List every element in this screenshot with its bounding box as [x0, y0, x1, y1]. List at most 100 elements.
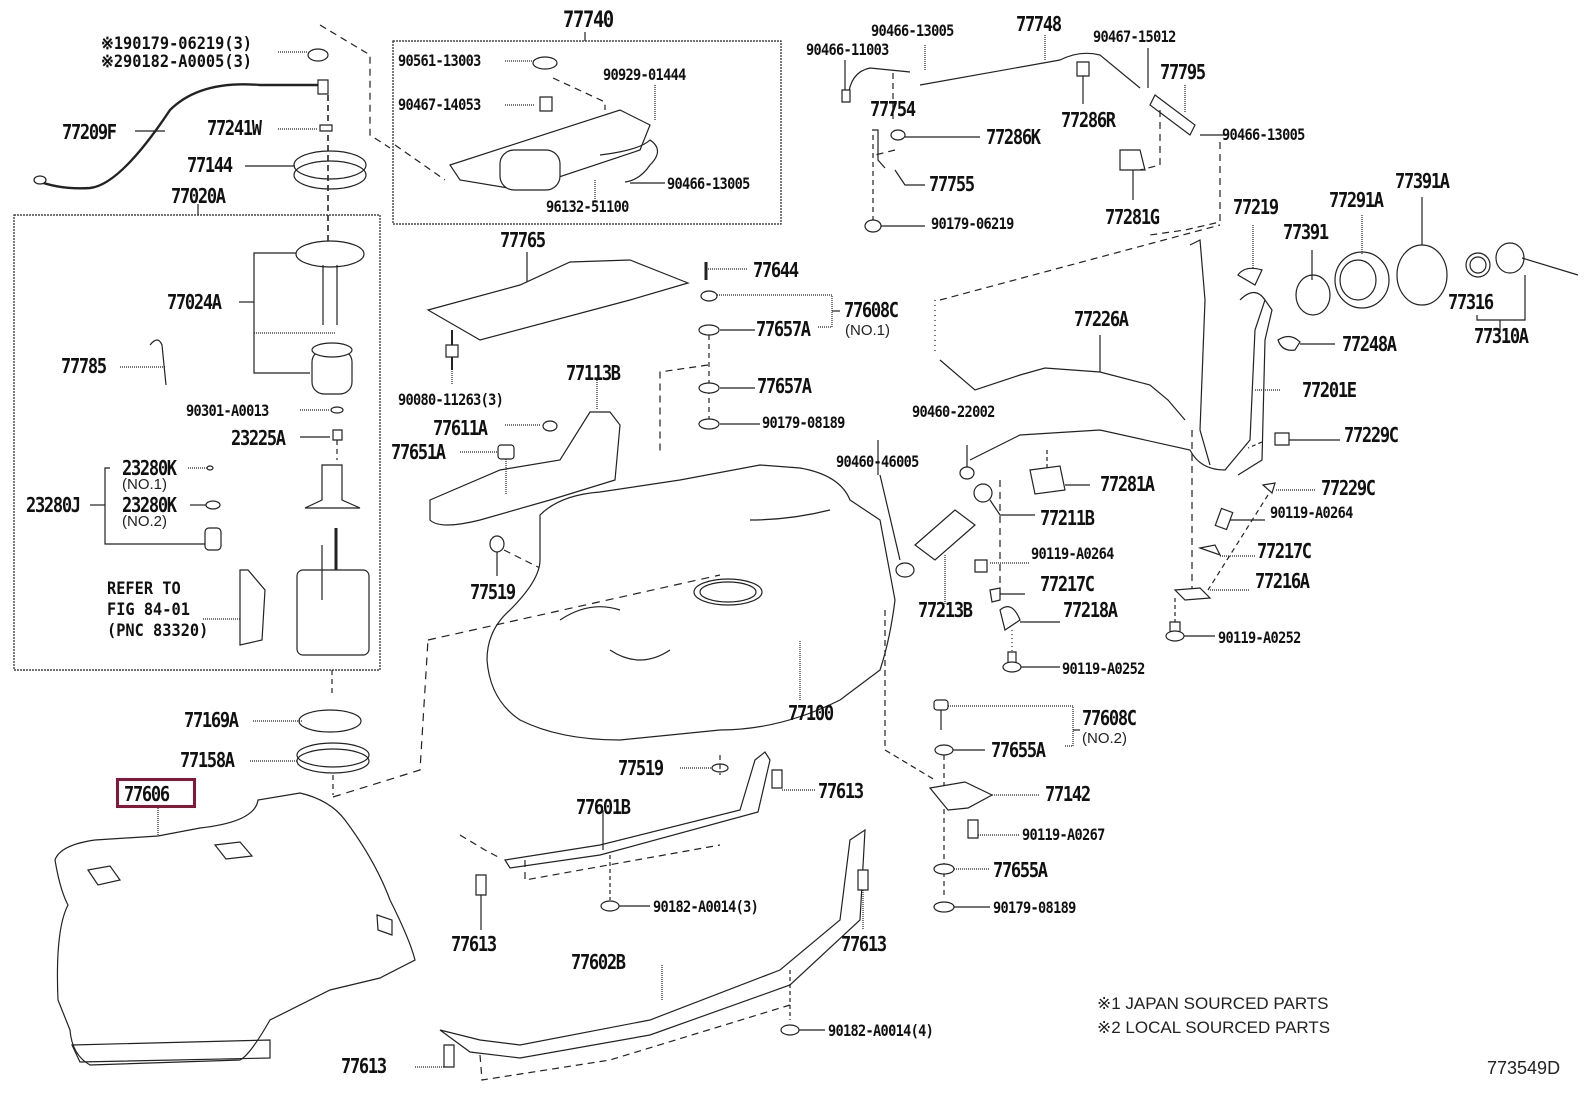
part-label-77765[interactable]: 77765	[500, 228, 546, 252]
nut-90179-06219	[308, 49, 328, 61]
part-label-77229C-upper[interactable]: 77229C	[1344, 423, 1399, 447]
part-label-90466-13005-canister[interactable]: 90466-13005	[667, 174, 750, 193]
part-label-77316[interactable]: 77316	[1448, 290, 1494, 314]
part-sublabel-no1: (NO.1)	[122, 476, 167, 493]
fuel-tank-77100	[487, 465, 895, 740]
part-label-90119-A0252-left[interactable]: 90119-A0252	[1062, 659, 1145, 678]
part-label-90561-13003[interactable]: 90561-13003	[398, 51, 481, 70]
part-label-90119-A0264-left[interactable]: 90119-A0264	[1031, 544, 1114, 563]
part-label-77217C-right[interactable]: 77217C	[1257, 539, 1312, 563]
part-label-90466-13005-right[interactable]: 90466-13005	[1222, 125, 1305, 144]
part-label-77281A[interactable]: 77281A	[1100, 472, 1155, 496]
legend-local: ※2 LOCAL SOURCED PARTS	[1097, 1018, 1331, 1037]
part-label-77613-upper-right[interactable]: 77613	[818, 779, 864, 803]
part-label-77169A[interactable]: 77169A	[184, 708, 239, 732]
part-label-77748[interactable]: 77748	[1016, 12, 1062, 36]
part-label-90466-13005-hose[interactable]: 90466-13005	[871, 21, 954, 40]
part-label-23280K-no1[interactable]: 23280K	[122, 456, 177, 480]
part-label-23280K-no2[interactable]: 23280K	[122, 493, 177, 517]
refer-note-line2[interactable]: FIG 84-01	[107, 600, 190, 620]
part-label-77241W[interactable]: 77241W	[207, 116, 262, 140]
part-label-77158A[interactable]: 77158A	[180, 748, 235, 772]
part-label-77608C-no2[interactable]: 77608C	[1082, 706, 1137, 730]
part-label-90119-A0264-right[interactable]: 90119-A0264	[1270, 503, 1353, 522]
part-label-77113B[interactable]: 77113B	[566, 361, 621, 385]
filler-housing-77291A	[1335, 252, 1389, 308]
part-label-77755[interactable]: 77755	[929, 172, 975, 196]
part-label-77218A[interactable]: 77218A	[1063, 598, 1118, 622]
part-label-77601B[interactable]: 77601B	[576, 795, 631, 819]
part-label-77209F[interactable]: 77209F	[62, 120, 117, 144]
part-label-90182-A0005-local[interactable]: ※290182-A0005(3)	[101, 52, 253, 72]
part-label-77281G[interactable]: 77281G	[1105, 205, 1160, 229]
part-label-77201E[interactable]: 77201E	[1302, 378, 1357, 402]
part-label-96132-51100[interactable]: 96132-51100	[546, 197, 629, 216]
part-label-90929-01444[interactable]: 90929-01444	[603, 65, 686, 84]
part-label-77291A[interactable]: 77291A	[1329, 188, 1384, 212]
group-label-77740[interactable]: 77740	[563, 8, 614, 33]
part-label-90179-06219-hose[interactable]: 90179-06219	[931, 214, 1014, 233]
part-label-77024A[interactable]: 77024A	[167, 290, 222, 314]
part-label-77613-bottom[interactable]: 77613	[341, 1054, 387, 1078]
part-label-77657A-upper[interactable]: 77657A	[756, 317, 811, 341]
protector-77765	[428, 260, 688, 340]
part-label-77613-left[interactable]: 77613	[451, 932, 497, 956]
part-label-77795[interactable]: 77795	[1160, 60, 1206, 84]
part-label-77608C-no1[interactable]: 77608C	[844, 298, 899, 322]
part-label-77211B[interactable]: 77211B	[1040, 506, 1095, 530]
part-label-77213B[interactable]: 77213B	[918, 598, 973, 622]
part-label-90460-22002[interactable]: 90460-22002	[912, 402, 995, 421]
part-label-77100[interactable]: 77100	[788, 701, 834, 725]
part-label-90467-15012[interactable]: 90467-15012	[1093, 27, 1176, 46]
part-label-23225A[interactable]: 23225A	[231, 426, 286, 450]
part-label-90119-A0252-right[interactable]: 90119-A0252	[1218, 628, 1301, 647]
part-label-77606[interactable]: 77606	[124, 782, 170, 806]
part-label-77519-lower[interactable]: 77519	[618, 756, 664, 780]
part-label-77144[interactable]: 77144	[187, 153, 233, 177]
part-label-90466-11003[interactable]: 90466-11003	[806, 40, 889, 59]
part-label-77651A[interactable]: 77651A	[391, 440, 446, 464]
part-label-77286K[interactable]: 77286K	[986, 125, 1041, 149]
part-label-77613-right[interactable]: 77613	[841, 932, 887, 956]
part-label-77611A[interactable]: 77611A	[433, 416, 488, 440]
part-label-90179-08189-lower[interactable]: 90179-08189	[993, 898, 1076, 917]
part-label-90119-A0267[interactable]: 90119-A0267	[1022, 825, 1105, 844]
part-label-77391[interactable]: 77391	[1283, 220, 1329, 244]
part-label-77217C-left[interactable]: 77217C	[1040, 572, 1095, 596]
part-label-77655A-upper[interactable]: 77655A	[991, 738, 1046, 762]
part-label-77754[interactable]: 77754	[870, 97, 916, 121]
part-label-77657A-lower[interactable]: 77657A	[757, 374, 812, 398]
part-label-90179-08189-upper[interactable]: 90179-08189	[762, 413, 845, 432]
group-label-77310A[interactable]: 77310A	[1474, 324, 1529, 348]
part-label-77248A[interactable]: 77248A	[1342, 332, 1397, 356]
fuel-cap-77310A	[1496, 243, 1524, 273]
part-label-77229C-lower[interactable]: 77229C	[1321, 476, 1376, 500]
part-label-90179-06219-japan[interactable]: ※190179-06219(3)	[101, 34, 253, 54]
part-label-77216A[interactable]: 77216A	[1255, 569, 1310, 593]
part-label-90080-11263[interactable]: 90080-11263(3)	[398, 390, 504, 409]
part-label-90182-A0014-3[interactable]: 90182-A0014(3)	[653, 897, 759, 916]
part-label-77219[interactable]: 77219	[1233, 195, 1279, 219]
part-label-77391A[interactable]: 77391A	[1395, 169, 1450, 193]
part-label-90460-46005[interactable]: 90460-46005	[836, 452, 919, 471]
part-label-90182-A0014-4[interactable]: 90182-A0014(4)	[828, 1021, 934, 1040]
retainer-ring-77144	[294, 151, 366, 179]
part-label-77286R[interactable]: 77286R	[1061, 108, 1116, 132]
part-label-77655A-lower[interactable]: 77655A	[993, 858, 1048, 882]
group-label-77020A[interactable]: 77020A	[171, 184, 226, 208]
part-label-77602B[interactable]: 77602B	[571, 950, 626, 974]
part-label-77785[interactable]: 77785	[61, 354, 107, 378]
canister-assy-box	[393, 41, 781, 224]
part-label-77142[interactable]: 77142	[1045, 782, 1091, 806]
part-label-90467-14053[interactable]: 90467-14053	[398, 95, 481, 114]
highlighted-part-box[interactable]: 77606	[116, 778, 196, 808]
part-label-77226A[interactable]: 77226A	[1074, 307, 1129, 331]
part-label-77519-upper[interactable]: 77519	[470, 580, 516, 604]
part-label-77644[interactable]: 77644	[753, 258, 799, 282]
legend-japan: ※1 JAPAN SOURCED PARTS	[1097, 994, 1329, 1013]
part-label-90301-A0013[interactable]: 90301-A0013	[186, 401, 269, 420]
part-label-23280J[interactable]: 23280J	[26, 493, 81, 517]
figure-id: 773549D	[1487, 1058, 1561, 1078]
